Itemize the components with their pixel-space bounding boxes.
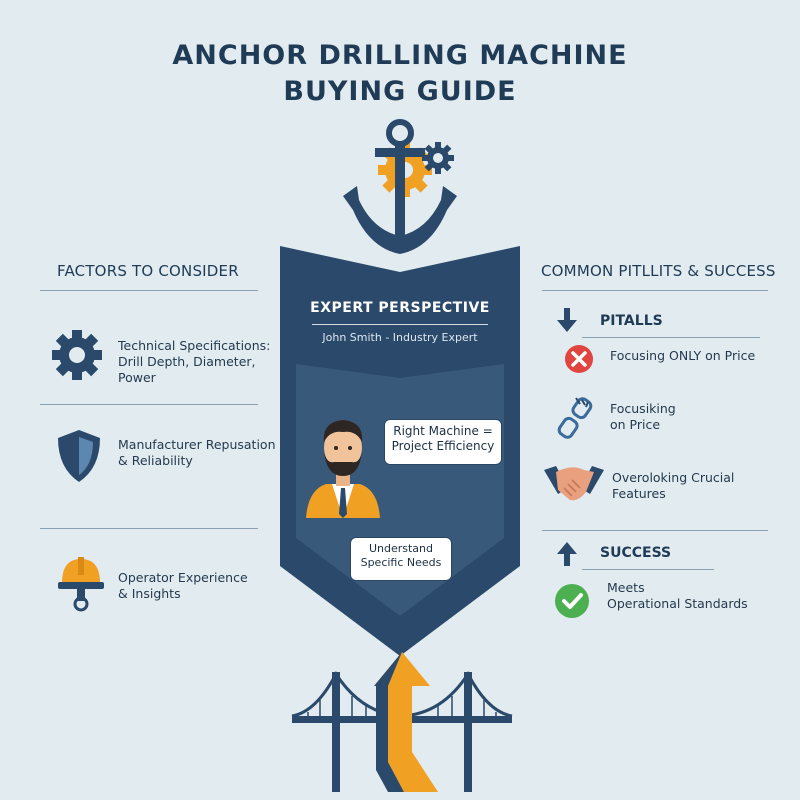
divider [582, 337, 760, 338]
divider [312, 324, 488, 325]
divider [582, 569, 714, 570]
divider [542, 290, 768, 291]
factor-text-operator: Operator Experience & Insights [118, 570, 248, 601]
success-heading: SUCCESS [600, 545, 672, 561]
pitfalls-success-heading: COMMON PITLLITS & SUCCESS [541, 262, 776, 280]
expert-subtitle: John Smith - Industry Expert [322, 331, 478, 344]
pitfall-text-features: Overoloking Crucial Features [612, 470, 735, 501]
anchor-gear-icon [343, 119, 457, 254]
speech-bubble-efficiency: Right Machine = Project Efficiency [384, 419, 502, 465]
arrow-up-icon [557, 542, 577, 566]
hard-hat-icon [58, 557, 104, 612]
divider [40, 290, 258, 291]
divider [542, 530, 768, 531]
page-title: ANCHOR DRILLING MACHINE [172, 40, 628, 71]
divider [40, 404, 258, 405]
pitfall-text-focusing: Focusiking on Price [610, 401, 676, 432]
factors-heading: FACTORS TO CONSIDER [57, 262, 239, 280]
x-circle-icon [565, 345, 593, 373]
factor-text-manufacturer: Manufacturer Repusation & Reliability [118, 437, 276, 468]
success-text-standards: Meets Operational Standards [607, 580, 748, 611]
page-subtitle: BUYING GUIDE [283, 76, 517, 107]
bridge-arrow-icon [291, 652, 513, 792]
handshake-icon [544, 466, 604, 501]
broken-chain-icon [557, 397, 593, 439]
avatar [306, 420, 380, 518]
pitfall-text-price: Focusing ONLY on Price [610, 348, 756, 363]
divider [40, 528, 258, 529]
pitfalls-heading: PITALLS [600, 313, 663, 329]
check-circle-icon [555, 584, 589, 618]
arrow-down-icon [557, 308, 577, 332]
gear-icon [52, 330, 102, 380]
expert-heading: EXPERT PERSPECTIVE [310, 300, 490, 316]
factor-text-technical: Technical Specifications: Drill Depth, D… [118, 338, 271, 385]
shield-icon [58, 430, 100, 482]
speech-bubble-needs: Understand Specific Needs [350, 537, 452, 581]
